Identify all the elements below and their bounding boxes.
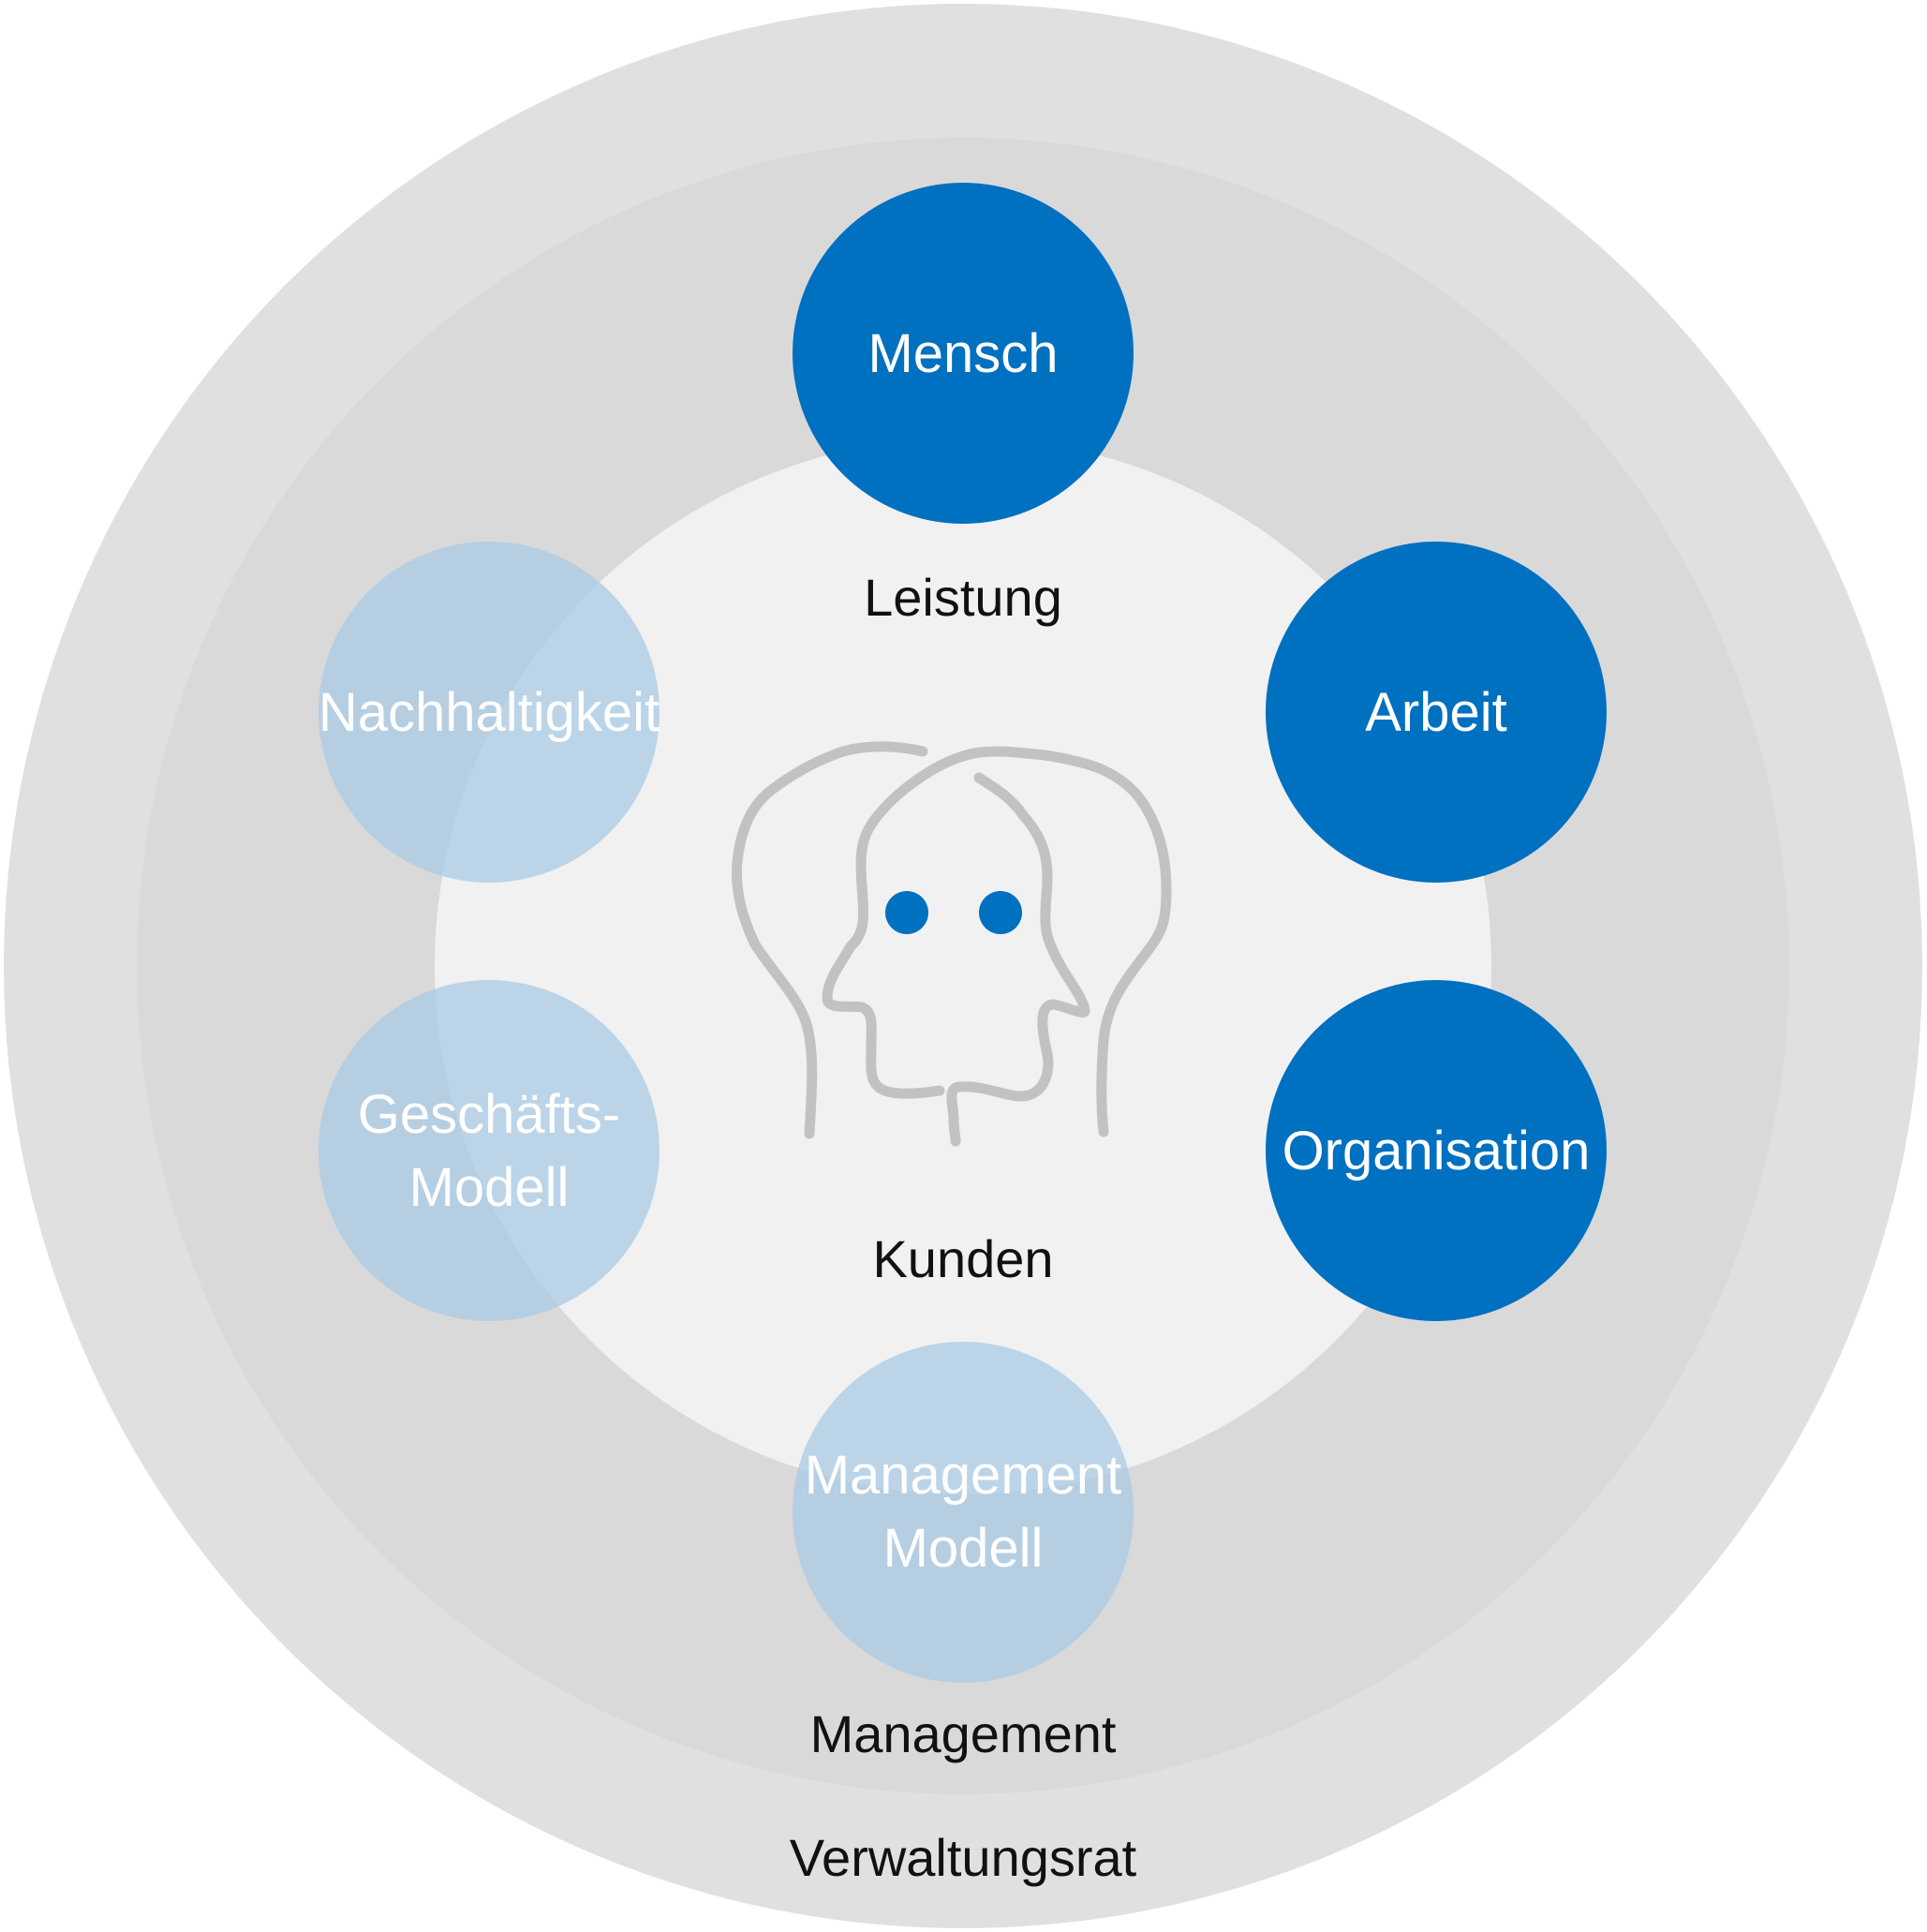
inner-circle: [435, 438, 1491, 1494]
eye-right-icon: [979, 891, 1022, 934]
node-arbeit: Arbeit: [1266, 542, 1607, 883]
node-management-modell: Management Modell: [793, 1342, 1134, 1683]
node-arbeit-label: Arbeit: [1365, 682, 1507, 743]
node-nachhaltigkeit: Nachhaltigkeit: [319, 542, 660, 883]
node-mensch-label: Mensch: [867, 323, 1058, 384]
node-organisation: Organisation: [1266, 980, 1607, 1321]
eye-left-icon: [885, 891, 928, 934]
two-heads-icon: [732, 741, 1172, 1147]
node-mensch: Mensch: [793, 183, 1134, 524]
inner-bottom-label: Kunden: [872, 1229, 1053, 1288]
node-organisation-label: Organisation: [1282, 1121, 1591, 1181]
node-geschaeftsmodell: Geschäfts- Modell: [319, 980, 660, 1321]
node-management-modell-label-line1: Management: [805, 1445, 1122, 1506]
node-geschaeftsmodell-label-line1: Geschäfts-: [358, 1084, 620, 1145]
node-management-modell-label-line2: Modell: [883, 1518, 1044, 1579]
node-nachhaltigkeit-label: Nachhaltigkeit: [319, 682, 660, 743]
outer-ring-label: Verwaltungsrat: [790, 1828, 1137, 1887]
node-geschaeftsmodell-label-line2: Modell: [409, 1157, 570, 1218]
inner-top-label: Leistung: [864, 568, 1062, 627]
middle-ring-label: Management: [810, 1704, 1117, 1763]
